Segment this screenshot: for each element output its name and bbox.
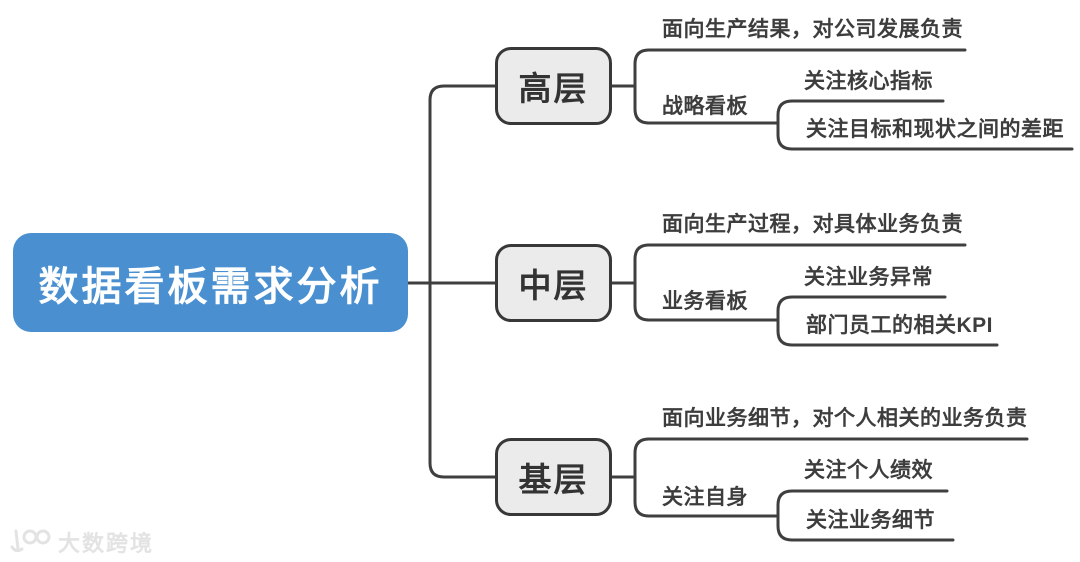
branch-junior-bracket-line	[633, 437, 1029, 518]
detail-goal-gap[interactable]: 关注目标和现状之间的差距	[806, 118, 1064, 141]
branch-middle-bracket-line	[633, 243, 967, 322]
branch-topic-junior[interactable]: 基层	[495, 438, 612, 516]
subtopic-strategy-dashboard[interactable]: 战略看板	[662, 95, 748, 118]
branch-middle-detail-bracket-line	[776, 295, 999, 347]
summary-junior[interactable]: 面向业务细节，对个人相关的业务负责	[662, 407, 1028, 430]
watermark: 大数跨境	[8, 526, 154, 558]
detail-business-anomaly[interactable]: 关注业务异常	[804, 266, 933, 289]
subtopic-business-dashboard[interactable]: 业务看板	[662, 290, 748, 313]
watermark-label: 大数跨境	[58, 531, 155, 556]
summary-senior[interactable]: 面向生产结果，对公司发展负责	[662, 18, 963, 41]
detail-business-detail[interactable]: 关注业务细节	[806, 509, 935, 532]
trunk-line	[428, 84, 497, 479]
watermark-logo-icon	[10, 529, 51, 553]
summary-middle[interactable]: 面向生产过程，对具体业务负责	[662, 213, 963, 236]
detail-personal-performance[interactable]: 关注个人绩效	[804, 459, 933, 482]
subtopic-self-focus[interactable]: 关注自身	[662, 486, 748, 509]
root-topic[interactable]: 数据看板需求分析	[13, 233, 408, 332]
detail-core-metrics[interactable]: 关注核心指标	[804, 70, 933, 93]
branch-topic-middle[interactable]: 中层	[495, 244, 612, 322]
detail-department-kpi[interactable]: 部门员工的相关KPI	[806, 314, 994, 337]
branch-topic-senior[interactable]: 高层	[495, 47, 612, 125]
branch-senior-bracket-line	[633, 48, 967, 125]
branch-senior-detail-bracket-line	[776, 99, 1074, 151]
branch-junior-detail-bracket-line	[776, 489, 955, 542]
